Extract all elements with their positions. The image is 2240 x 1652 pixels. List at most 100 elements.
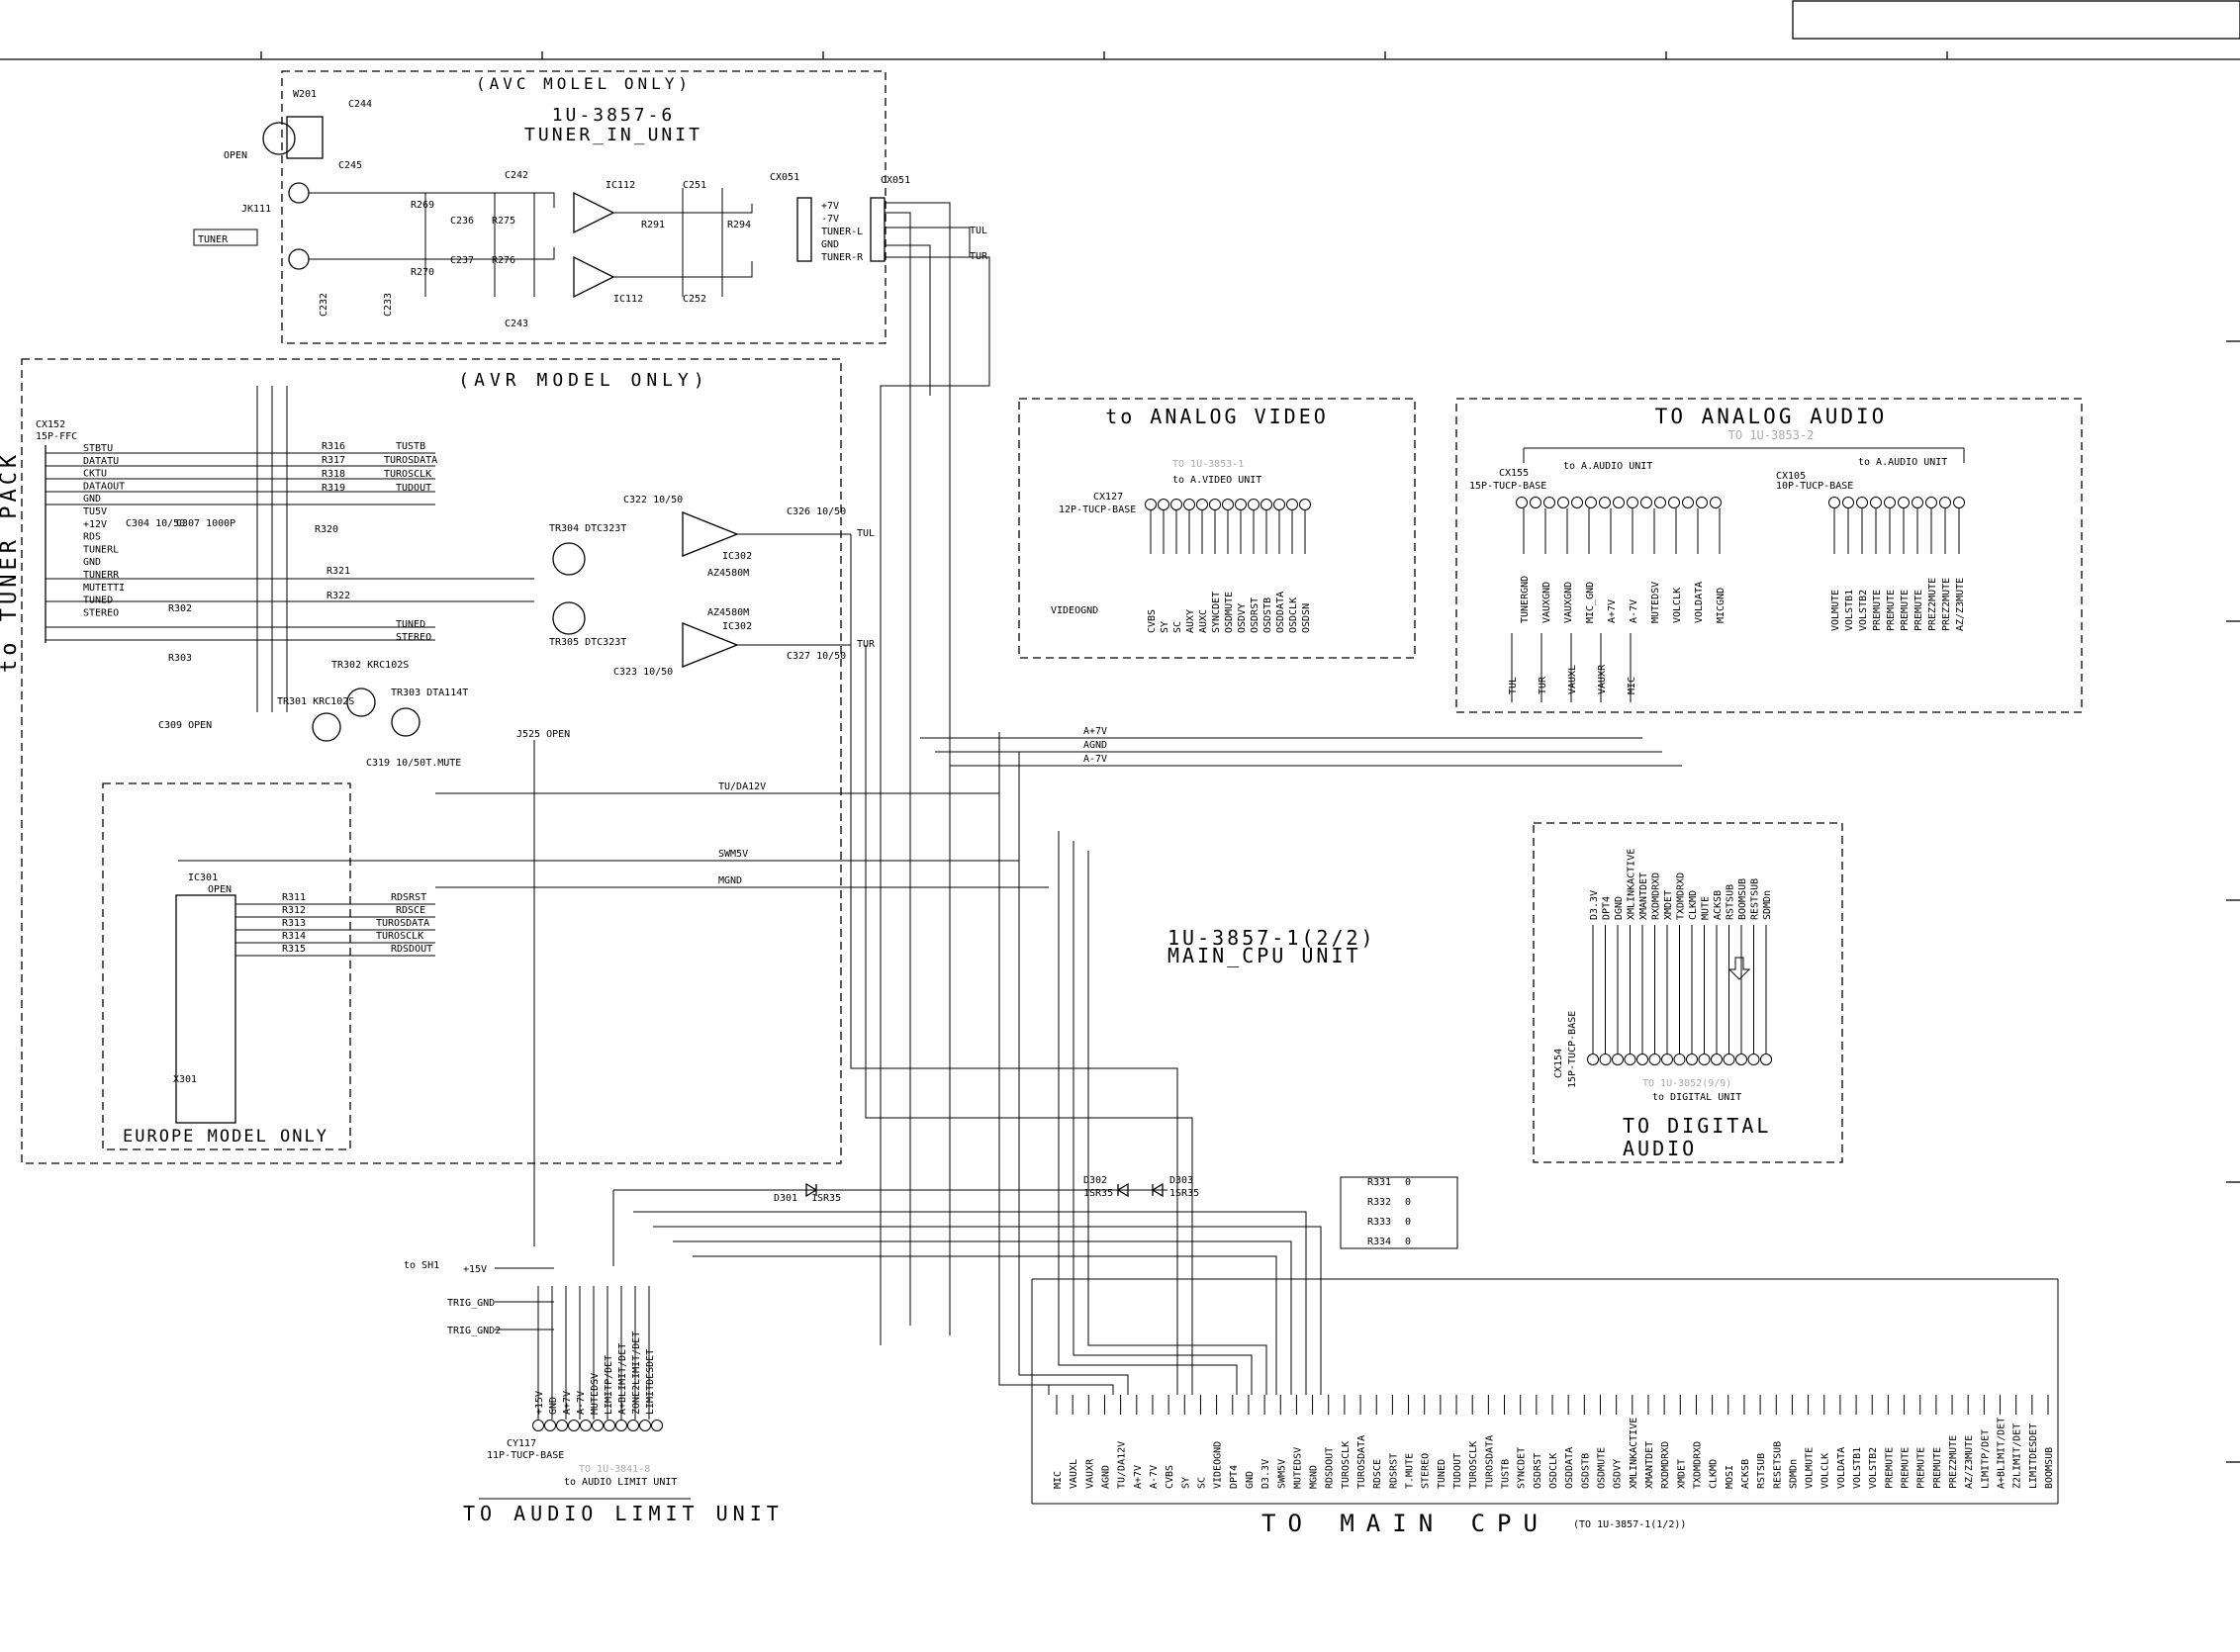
svg-text:AGND: AGND xyxy=(1083,740,1107,751)
cx155-signal-label: VAUXGND xyxy=(1563,582,1574,623)
cx154-signal-label: MUTE xyxy=(1701,896,1712,920)
svg-text:R303: R303 xyxy=(168,653,192,664)
cx127-pin xyxy=(1248,499,1260,510)
svg-text:15P-FFC: 15P-FFC xyxy=(36,431,77,442)
cx155-signal-label: VAUXGND xyxy=(1541,582,1552,623)
cx155-pins xyxy=(1516,497,1722,508)
svg-text:R302: R302 xyxy=(168,603,192,614)
svg-text:TR304 DTC323T: TR304 DTC323T xyxy=(549,523,626,534)
svg-text:J525 OPEN: J525 OPEN xyxy=(516,729,570,740)
svg-text:IC302: IC302 xyxy=(722,621,752,632)
cx154-signal-label: RSTSUB xyxy=(1726,884,1736,920)
transistor-tr301-icon xyxy=(312,712,341,742)
tuner-out-tur: TUR xyxy=(970,251,988,262)
cx155-pin xyxy=(1696,497,1708,508)
svg-text:TR303 DTA114T: TR303 DTA114T xyxy=(391,688,468,698)
svg-text:R317: R317 xyxy=(322,455,345,466)
transistor-tr303-icon xyxy=(391,707,420,737)
analog-audio-input-label: TUL xyxy=(1508,677,1519,694)
main-cpu-signal-label: OSDVY xyxy=(1613,1459,1624,1489)
svg-text:R322: R322 xyxy=(327,591,350,601)
svg-text:TO 1U-3852(9/9): TO 1U-3852(9/9) xyxy=(1642,1078,1731,1089)
cx105-signal-label: PREMUTE xyxy=(1900,590,1911,631)
svg-text:TUDOUT: TUDOUT xyxy=(396,483,431,494)
cx154-pin xyxy=(1612,1054,1624,1065)
cx105-pin xyxy=(1828,497,1840,508)
cx154-signal-label: TXDMDRXD xyxy=(1676,872,1687,920)
tuner-out-tul: TUL xyxy=(970,226,987,236)
svg-text:R312: R312 xyxy=(282,905,306,916)
main-cpu-signal-label: RESETSUB xyxy=(1772,1441,1783,1489)
cx127-pin xyxy=(1222,499,1234,510)
cx155-pin xyxy=(1530,497,1541,508)
main-cpu-signal-label: VOLSTB2 xyxy=(1868,1447,1879,1489)
svg-text:IC112: IC112 xyxy=(613,294,643,305)
svg-text:C232: C232 xyxy=(319,293,329,317)
main-cpu-signal-label: OSDMUTE xyxy=(1596,1447,1607,1489)
svg-text:-7V: -7V xyxy=(821,214,839,225)
europe-model-block: EUROPE MODEL ONLY IC301 OPEN X301 RDSRST… xyxy=(102,782,435,1150)
main-cpu-signal-label: OSDCLK xyxy=(1548,1453,1559,1489)
analog-video-title: to ANALOG VIDEO xyxy=(1105,405,1329,428)
cx127-pin xyxy=(1273,499,1285,510)
main-cpu-signal-label: D3.3V xyxy=(1260,1459,1271,1489)
main-cpu-signal-label: BOOMSUB xyxy=(2044,1447,2055,1489)
main-cpu-signal-label: TXDMDRXD xyxy=(1692,1441,1703,1489)
down-arrow-icon xyxy=(1727,957,1751,980)
svg-text:R321: R321 xyxy=(327,566,350,577)
cx155-pin xyxy=(1627,497,1638,508)
main-cpu-signal-label: VOLDATA xyxy=(1836,1447,1847,1489)
analog-audio-block: TO ANALOG AUDIO TO 1U-3853-2 to A.AUDIO … xyxy=(1455,398,2083,713)
svg-text:RDSRST: RDSRST xyxy=(391,892,426,903)
svg-text:D302: D302 xyxy=(1083,1175,1107,1186)
svg-text:TUNER-L: TUNER-L xyxy=(821,227,863,237)
main-cpu-signal-label: TU/DA12V xyxy=(1117,1441,1128,1489)
svg-text:+7V: +7V xyxy=(821,201,839,212)
svg-text:TRIG_GND: TRIG_GND xyxy=(447,1298,495,1309)
svg-text:11P-TUCP-BASE: 11P-TUCP-BASE xyxy=(487,1450,564,1461)
cx155-signal-label: A+7V xyxy=(1607,599,1618,623)
antenna-connector-icon xyxy=(262,122,296,155)
main-cpu-signal-label: TUROSCLK xyxy=(1468,1441,1479,1489)
cy117-signal-label: A-7V xyxy=(576,1391,587,1415)
svg-text:AZ4580M: AZ4580M xyxy=(707,607,749,618)
svg-text:R314: R314 xyxy=(282,931,306,942)
main-cpu-signal-label: CLKMD xyxy=(1709,1459,1720,1489)
cx155-pin xyxy=(1543,497,1555,508)
main-cpu-signal-label: AGND xyxy=(1100,1465,1111,1489)
svg-text:R334: R334 xyxy=(1367,1237,1391,1247)
svg-text:TUROSCLK: TUROSCLK xyxy=(376,931,423,942)
cx127-pin xyxy=(1209,499,1221,510)
cy117-pin xyxy=(544,1420,556,1431)
main-cpu-signal-label: SC xyxy=(1196,1477,1207,1489)
resistor-bank: R331 R332 R333 R334 0 0 0 0 xyxy=(1340,1176,1458,1249)
cx155-signal-label: VOLCLK xyxy=(1672,588,1683,623)
cy117-pin xyxy=(615,1420,627,1431)
cx152-signal-label: RDS xyxy=(83,532,101,543)
cy117-signal-label: MUTEDSV xyxy=(590,1373,601,1415)
svg-text:TRIG_GND2: TRIG_GND2 xyxy=(447,1326,501,1336)
svg-text:C327 10/50: C327 10/50 xyxy=(787,651,846,662)
main-cpu-signal-label: VIDEOGND xyxy=(1213,1441,1224,1489)
main-cpu-signal-label: ACKSB xyxy=(1740,1459,1751,1489)
cy117-signal-label: GND xyxy=(548,1397,559,1415)
svg-text:to A.AUDIO UNIT: to A.AUDIO UNIT xyxy=(1563,461,1652,472)
main-cpu-signal-label: OSDSTB xyxy=(1580,1453,1591,1489)
svg-text:R294: R294 xyxy=(727,220,751,230)
svg-text:C309 OPEN: C309 OPEN xyxy=(158,720,212,731)
cx105-signal-label: PREMUTE xyxy=(1886,590,1897,631)
cx105-pin xyxy=(1842,497,1854,508)
svg-text:+15V: +15V xyxy=(463,1264,487,1275)
svg-text:TU/DA12V: TU/DA12V xyxy=(718,781,766,792)
svg-text:IC112: IC112 xyxy=(606,180,635,191)
cx105-signal-label: PREMUTE xyxy=(1913,590,1924,631)
main-cpu-signal-label: OSDRST xyxy=(1533,1453,1543,1489)
main-cpu-signal-label: RDSCE xyxy=(1372,1459,1383,1489)
cx155-pin xyxy=(1571,497,1583,508)
cx155-pin xyxy=(1557,497,1569,508)
cx155-pin xyxy=(1599,497,1611,508)
analog-audio-input-label: MIC xyxy=(1627,677,1637,694)
svg-text:IC301: IC301 xyxy=(188,872,218,883)
svg-text:to A.VIDEO UNIT: to A.VIDEO UNIT xyxy=(1172,475,1261,486)
